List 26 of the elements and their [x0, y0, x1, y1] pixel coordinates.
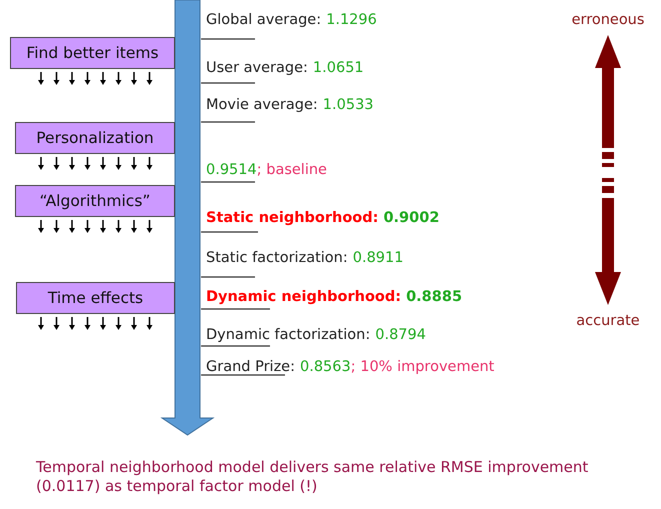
note: ; baseline [256, 162, 327, 178]
rmse-value: 0.9514 [206, 162, 257, 178]
rmse-value: 0.8794 [375, 327, 426, 343]
method-name: Dynamic neighborhood: [206, 289, 402, 305]
method-name: User average: [206, 60, 308, 76]
note: ; 10% improvement [350, 359, 494, 375]
category-box: Find better items [10, 37, 175, 69]
category-box: Time effects [16, 282, 175, 314]
scale-label: accurate [575, 313, 641, 329]
rmse-value: 1.1296 [326, 12, 377, 28]
rmse-value: 1.0651 [312, 60, 364, 76]
method-name: Static neighborhood: [206, 210, 378, 226]
rmse-value: 0.8885 [406, 289, 462, 305]
category-box: “Algorithmics” [15, 185, 175, 217]
method-name: Grand Prize: [206, 359, 295, 375]
scale-label: erroneous [570, 12, 646, 28]
rmse-value: 1.0533 [322, 97, 374, 113]
method-name: Static factorization: [206, 250, 348, 266]
rmse-value: 0.9002 [383, 210, 440, 226]
rmse-value: 0.8911 [352, 250, 404, 266]
rmse-value: 0.8563 [300, 359, 351, 375]
method-name: Global average: [206, 12, 322, 28]
category-box: Personalization [15, 122, 175, 154]
caption: Temporal neighborhood model delivers same relative RMSE improvement (0.0117) as temporal factor model (!) [36, 458, 590, 496]
method-name: Movie average: [206, 97, 318, 113]
method-name: Dynamic factorization: [206, 327, 370, 343]
